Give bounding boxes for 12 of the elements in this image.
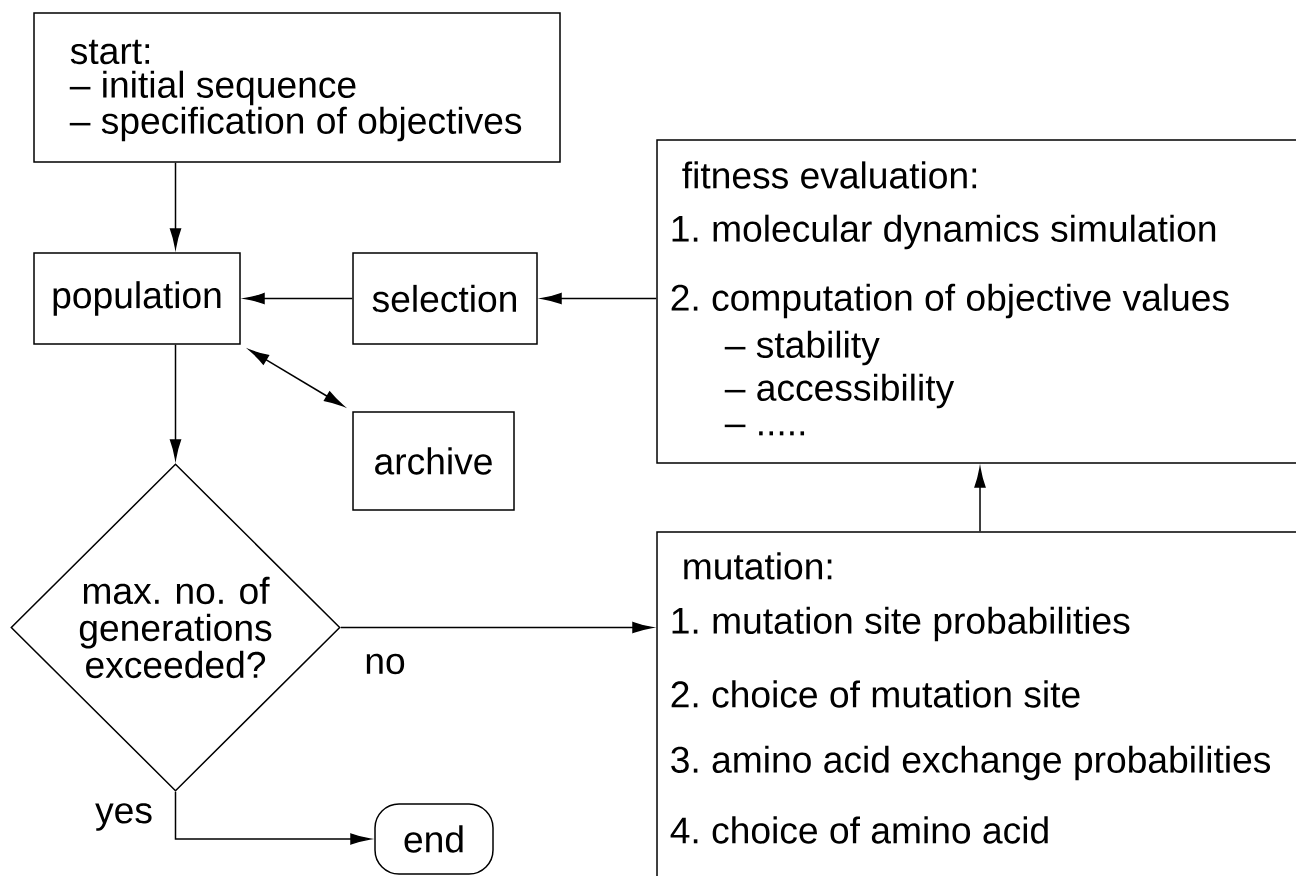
process-box: population xyxy=(33,252,241,345)
process-box: start: – initial sequence – specification of objectives xyxy=(33,12,561,163)
process-box: archive xyxy=(352,411,515,511)
process-box: mutation: 1. mutation site probabilities 2. choice of mutation site 3. amino acid exchange probabilities 4. choice of amino acid xyxy=(656,531,1296,876)
arrow xyxy=(249,349,344,407)
arrow xyxy=(974,467,986,532)
process-box: fitness evaluation: 1. molecular dynamics simulation 2. computation of objective values – stability – accessibility – ..... xyxy=(656,139,1296,464)
process-box: selection xyxy=(352,252,538,345)
edge-label: yes xyxy=(93,801,155,833)
terminal-box: end xyxy=(374,803,494,875)
arrow xyxy=(174,791,371,845)
edge-label: no xyxy=(362,651,408,677)
